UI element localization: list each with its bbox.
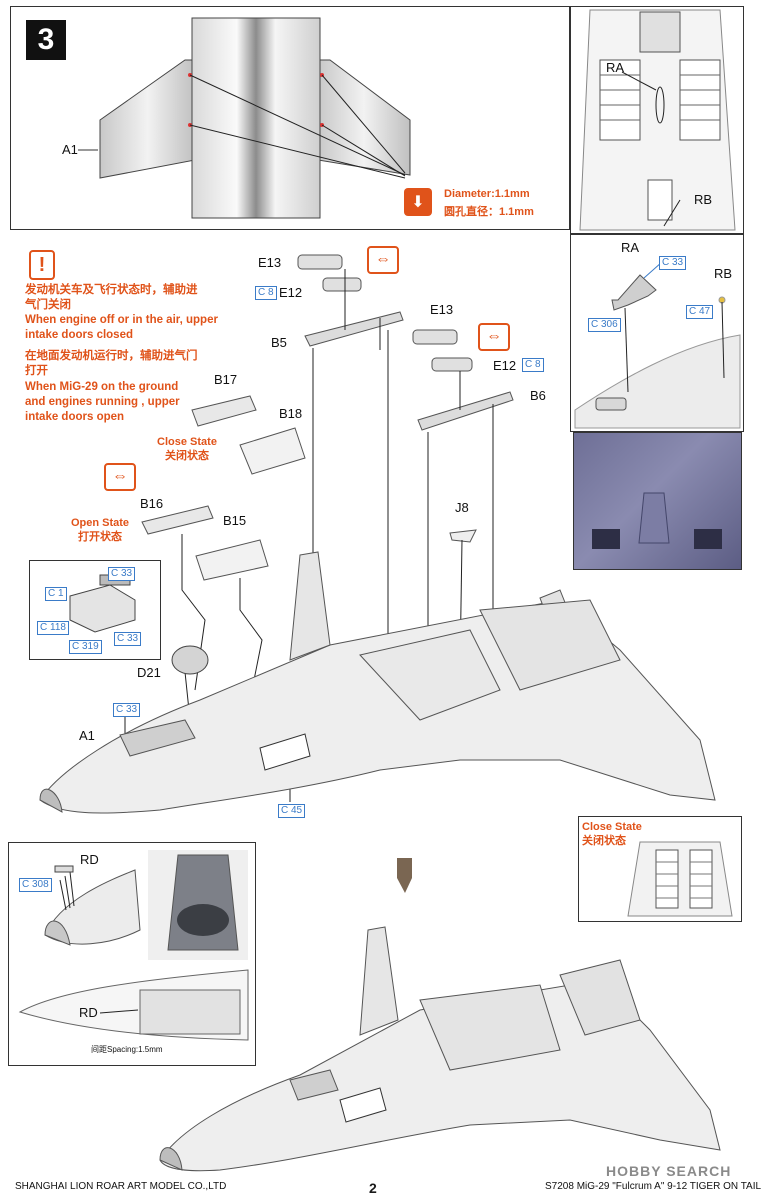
open-state-en: Open State xyxy=(70,517,130,529)
part-label-b5: B5 xyxy=(271,335,287,350)
part-label-a1-main: A1 xyxy=(79,728,95,743)
close-state-cn: 关闭状态 xyxy=(165,450,209,462)
footer-product: S7208 MiG-29 "Fulcrum A" 9-12 TIGER ON T… xyxy=(545,1181,761,1192)
close-state-label: Close State 关闭状态 xyxy=(152,435,222,463)
color-ref-c33-intake: C 33 xyxy=(113,703,141,717)
color-ref-c8-left: C 8 xyxy=(255,286,277,300)
color-ref-c33-d21-top: C 33 xyxy=(108,567,136,581)
watermark-logo: HOBBY SEARCH xyxy=(606,1163,732,1179)
swap-arrow-icon-3: ⇔ xyxy=(104,463,136,491)
color-ref-c33-inset: C 33 xyxy=(659,256,687,270)
part-label-d21: D21 xyxy=(137,665,161,680)
drill-diameter-cn: 圆孔直径：1.1mm xyxy=(444,206,534,218)
part-label-ra-top: RA xyxy=(606,60,625,75)
part-label-b17: B17 xyxy=(214,372,238,387)
step-number: 3 xyxy=(26,20,66,60)
close-state-intake-drawing xyxy=(627,841,733,917)
color-ref-c47: C 47 xyxy=(686,305,714,319)
open-state-cn: 打开状态 xyxy=(78,531,122,543)
color-ref-c45: C 45 xyxy=(278,804,306,818)
part-label-rb-top: RB xyxy=(694,192,713,207)
warning-text-cn-open: 在地面发动机运行时，辅助进气门打开 xyxy=(25,350,198,377)
main-aircraft-drawing xyxy=(39,254,716,814)
footer-company: SHANGHAI LION ROAR ART MODEL CO.,LTD xyxy=(15,1181,227,1192)
color-ref-c319: C 319 xyxy=(69,640,102,654)
finished-aircraft-drawing xyxy=(159,926,721,1172)
part-label-ra-mid: RA xyxy=(621,240,640,255)
inset-parts-drawing xyxy=(574,261,741,429)
swap-arrow-icon-2: ⇔ xyxy=(478,323,510,351)
down-arrow-icon xyxy=(397,858,412,893)
part-label-e12-left: E12 xyxy=(279,285,303,300)
warning-text-en-open: When MiG-29 on the ground and engines ru… xyxy=(25,381,180,423)
warning-icon: ! xyxy=(29,250,55,280)
page-number: 2 xyxy=(369,1180,377,1196)
color-ref-c33-d21-side: C 33 xyxy=(114,632,142,646)
part-label-e12-right: E12 xyxy=(493,358,517,373)
warning-text-en-closed: When engine off or in the air, upper int… xyxy=(25,314,218,341)
rd-reference-photo xyxy=(148,850,248,960)
swap-arrow-icon-1: ⇔ xyxy=(367,246,399,274)
spacing-note: 间距Spacing:1.5mm xyxy=(91,1045,163,1054)
drill-icon: ⬇ xyxy=(404,188,432,216)
intake-top-view xyxy=(579,9,736,231)
close-state-en: Close State xyxy=(157,436,217,448)
part-label-b16: B16 xyxy=(140,496,164,511)
part-label-rd-top: RD xyxy=(80,852,99,867)
part-label-rd-bottom: RD xyxy=(79,1005,98,1020)
color-ref-c1: C 1 xyxy=(45,587,67,601)
rd-detail-drawing xyxy=(18,865,249,1041)
close-state-inset-label: Close State 关闭状态 xyxy=(582,820,646,848)
part-label-rb-mid: RB xyxy=(714,266,733,281)
color-ref-c306: C 306 xyxy=(588,318,621,332)
part-label-e13-right: E13 xyxy=(430,302,454,317)
wing-drill-illustration xyxy=(78,17,411,219)
part-label-b18: B18 xyxy=(279,406,303,421)
intake-reference-photo xyxy=(573,432,742,570)
part-label-e13-left: E13 xyxy=(258,255,282,270)
color-ref-c118: C 118 xyxy=(37,621,69,635)
warning-text-cn-closed: 发动机关车及飞行状态时，辅助进气门关闭 xyxy=(25,284,198,311)
drill-diameter-en: Diameter:1.1mm xyxy=(444,188,530,200)
close-state-inset-cn: 关闭状态 xyxy=(582,835,626,847)
close-state-inset-en: Close State xyxy=(582,821,642,833)
part-label-b6: B6 xyxy=(530,388,546,403)
part-label-b15: B15 xyxy=(223,513,247,528)
color-ref-c8-right: C 8 xyxy=(522,358,544,372)
part-label-a1-top: A1 xyxy=(62,142,78,157)
color-ref-c308: C 308 xyxy=(19,878,52,892)
part-label-j8: J8 xyxy=(455,500,469,515)
open-state-label: Open State 打开状态 xyxy=(66,516,134,544)
